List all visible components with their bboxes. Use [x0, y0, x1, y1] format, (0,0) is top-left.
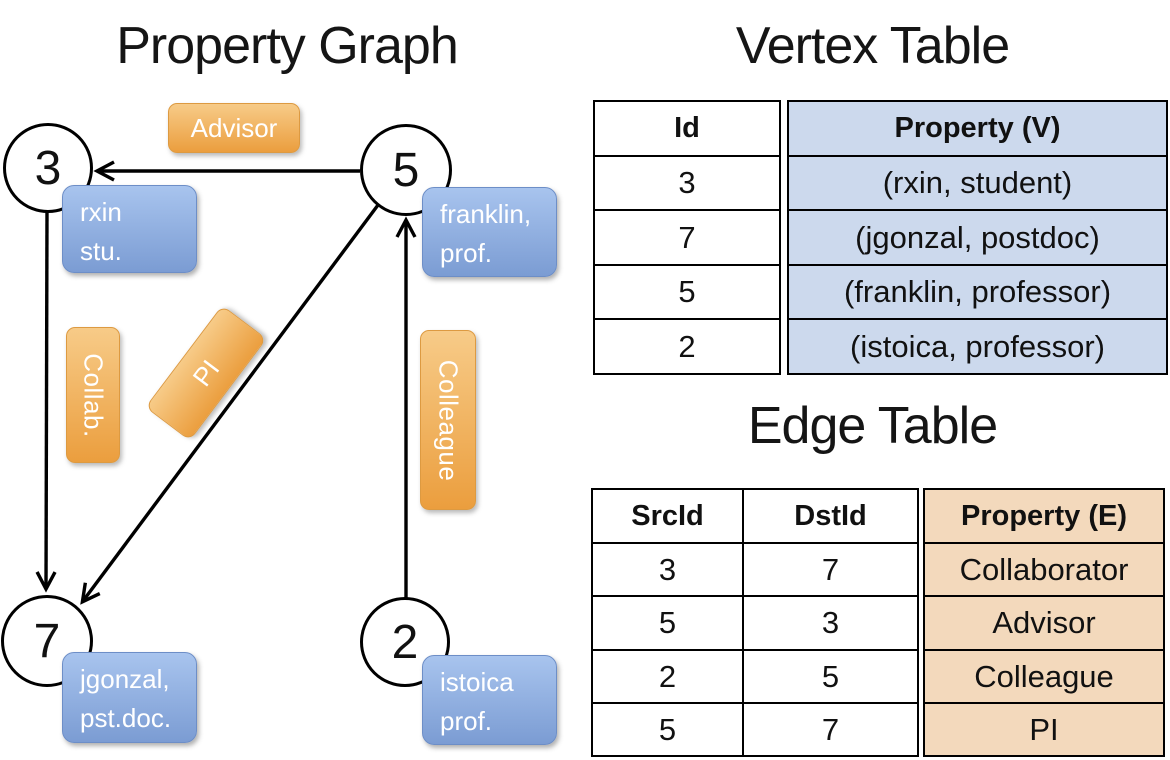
vertex-row-3-property: (istoica, professor): [787, 318, 1168, 375]
edge-label-collab: Collab.: [66, 327, 120, 463]
edge-row-1-src: 5: [591, 595, 744, 651]
edge-property-table: Property (E) Collaborator Advisor Collea…: [923, 488, 1165, 757]
edge-src-header: SrcId: [591, 488, 744, 544]
node-5-id: 5: [392, 143, 420, 197]
vertex-label-rxin: rxin stu.: [62, 185, 197, 273]
vertex-row-3-id: 2: [593, 318, 781, 375]
graph-node-5: 5: [360, 124, 452, 216]
graph-node-2: 2: [360, 597, 450, 687]
vertex-label-rxin-line1: rxin: [80, 197, 122, 227]
vertex-row-1-id: 7: [593, 209, 781, 266]
vertex-label-jgonzal-line1: jgonzal,: [80, 664, 170, 694]
vertex-label-franklin-line1: franklin,: [440, 199, 532, 229]
edge-label-pi-text: PI: [186, 353, 225, 392]
vertex-label-jgonzal: jgonzal, pst.doc.: [62, 652, 197, 743]
edge-row-0-dst: 7: [742, 542, 919, 597]
vertex-id-table: Id 3 7 5 2: [593, 100, 781, 375]
edge-label-collab-text: Collab.: [78, 352, 109, 438]
edge-label-colleague-text: Colleague: [433, 359, 464, 481]
vertex-row-0-id: 3: [593, 155, 781, 211]
edge-row-1-dst: 3: [742, 595, 919, 651]
node-2-id: 2: [391, 615, 419, 669]
edge-row-0-src: 3: [591, 542, 744, 597]
node-7-id: 7: [33, 614, 61, 668]
vertex-row-2-property: (franklin, professor): [787, 264, 1168, 320]
node-3-id: 3: [34, 141, 62, 195]
edge-table-title: Edge Table: [747, 397, 998, 455]
edge-property-header: Property (E): [923, 488, 1165, 544]
edge-row-3-src: 5: [591, 702, 744, 757]
vertex-label-franklin: franklin, prof.: [422, 187, 557, 277]
edge-label-advisor-text: Advisor: [190, 112, 278, 143]
edge-src-dst-table: SrcId DstId 3 7 5 3 2 5 5 7: [591, 488, 919, 757]
graph-edges-svg: [35, 160, 417, 605]
vertex-label-istoica: istoica prof.: [422, 655, 557, 745]
vertex-row-0-property: (rxin, student): [787, 155, 1168, 211]
vertex-property-table: Property (V) (rxin, student) (jgonzal, p…: [787, 100, 1168, 375]
edge-row-3-property: PI: [923, 702, 1165, 757]
vertex-label-rxin-line2: stu.: [80, 236, 122, 266]
edge-line-pi-5-to-7: [80, 203, 380, 605]
edge-row-0-property: Collaborator: [923, 542, 1165, 597]
vertex-label-istoica-line2: prof.: [440, 706, 493, 736]
edge-dst-header: DstId: [742, 488, 919, 544]
edge-line-collab-3-to-7: [35, 210, 57, 593]
vertex-row-1-property: (jgonzal, postdoc): [787, 209, 1168, 266]
edge-label-colleague: Colleague: [420, 330, 476, 510]
vertex-label-franklin-line2: prof.: [440, 238, 493, 268]
edge-row-2-property: Colleague: [923, 649, 1165, 704]
vertex-row-2-id: 5: [593, 264, 781, 320]
edge-label-advisor: Advisor: [168, 103, 300, 153]
vertex-property-header: Property (V): [787, 100, 1168, 157]
edge-row-2-src: 2: [591, 649, 744, 704]
edge-row-1-property: Advisor: [923, 595, 1165, 651]
vertex-label-istoica-line1: istoica: [440, 667, 514, 697]
edge-row-2-dst: 5: [742, 649, 919, 704]
vertex-label-jgonzal-line2: pst.doc.: [80, 703, 172, 733]
vertex-table-title: Vertex Table: [735, 17, 1010, 75]
property-graph-title: Property Graph: [116, 17, 459, 75]
vertex-id-header: Id: [593, 100, 781, 157]
edge-row-3-dst: 7: [742, 702, 919, 757]
